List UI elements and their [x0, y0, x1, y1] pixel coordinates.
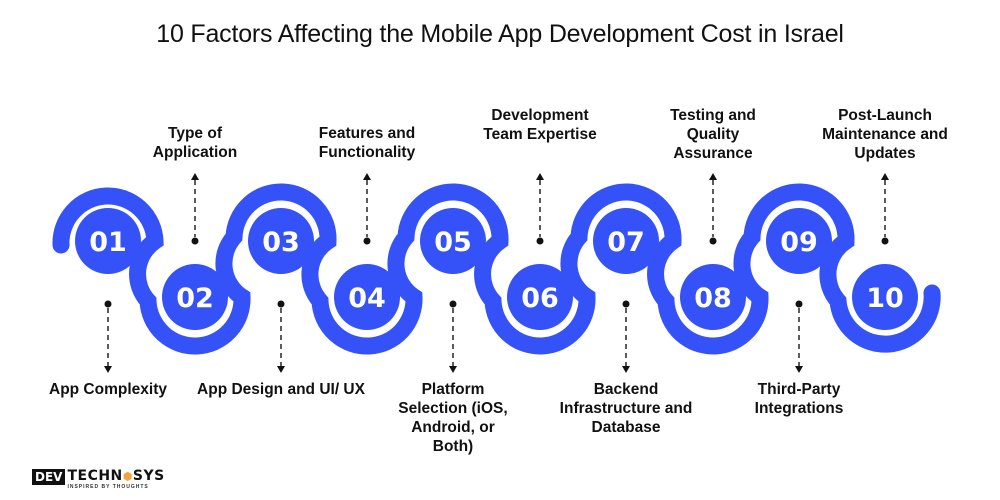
step-circle-10	[852, 264, 918, 330]
factor-label-05: Platform Selection (iOS, Android, or Bot…	[398, 381, 508, 455]
step-circle-02	[162, 264, 228, 330]
factor-label-04: Features and Functionality	[318, 125, 416, 161]
factor-label-08: Testing and Quality Assurance	[670, 107, 756, 162]
step-circle-08	[680, 264, 746, 330]
step-number: 01	[89, 227, 127, 258]
step-circle-09	[766, 208, 832, 274]
step-number: 10	[866, 283, 904, 314]
devtechnosys-logo: DEV TECHN⬢SYS INSPIRED BY THOUGHTS	[32, 468, 165, 490]
factor-label-01: App Complexity	[49, 381, 167, 398]
factor-label-10: Post-Launch Maintenance and Updates	[822, 107, 948, 162]
hexagon-code-icon: ⬢	[122, 470, 133, 483]
wave-path	[52, 183, 941, 355]
factor-label-06: Development Team Expertise	[483, 107, 597, 143]
step-circle-01	[75, 208, 141, 274]
step-number: 06	[521, 283, 559, 314]
arrow-heads	[104, 173, 889, 373]
step-number: 08	[694, 283, 732, 314]
step-number: 02	[176, 283, 214, 314]
step-circle-05	[420, 208, 486, 274]
factor-label-09: Third-Party Integrations	[754, 381, 844, 417]
logo-name: TECHN	[67, 468, 123, 484]
logo-name-end: SYS	[132, 468, 165, 484]
step-circle-03	[248, 208, 314, 274]
step-number: 05	[434, 227, 472, 258]
step-circle-06	[507, 264, 573, 330]
factor-label-07: Backend Infrastructure and Database	[559, 381, 693, 436]
factor-label-02: Type of Application	[152, 125, 238, 161]
step-number: 09	[780, 227, 818, 258]
step-circle-04	[334, 264, 400, 330]
factor-label-03: App Design and UI/ UX	[197, 381, 365, 398]
step-circles	[75, 208, 918, 330]
connector-dots	[104, 237, 889, 308]
step-number: 03	[262, 227, 300, 258]
logo-tagline: INSPIRED BY THOUGHTS	[67, 484, 149, 490]
step-number: 04	[348, 283, 386, 314]
step-circle-07	[593, 208, 659, 274]
page-title: 10 Factors Affecting the Mobile App Deve…	[156, 20, 844, 48]
connector-lines	[107, 180, 886, 366]
step-number: 07	[607, 227, 645, 258]
logo-mark: DEV	[32, 469, 66, 485]
